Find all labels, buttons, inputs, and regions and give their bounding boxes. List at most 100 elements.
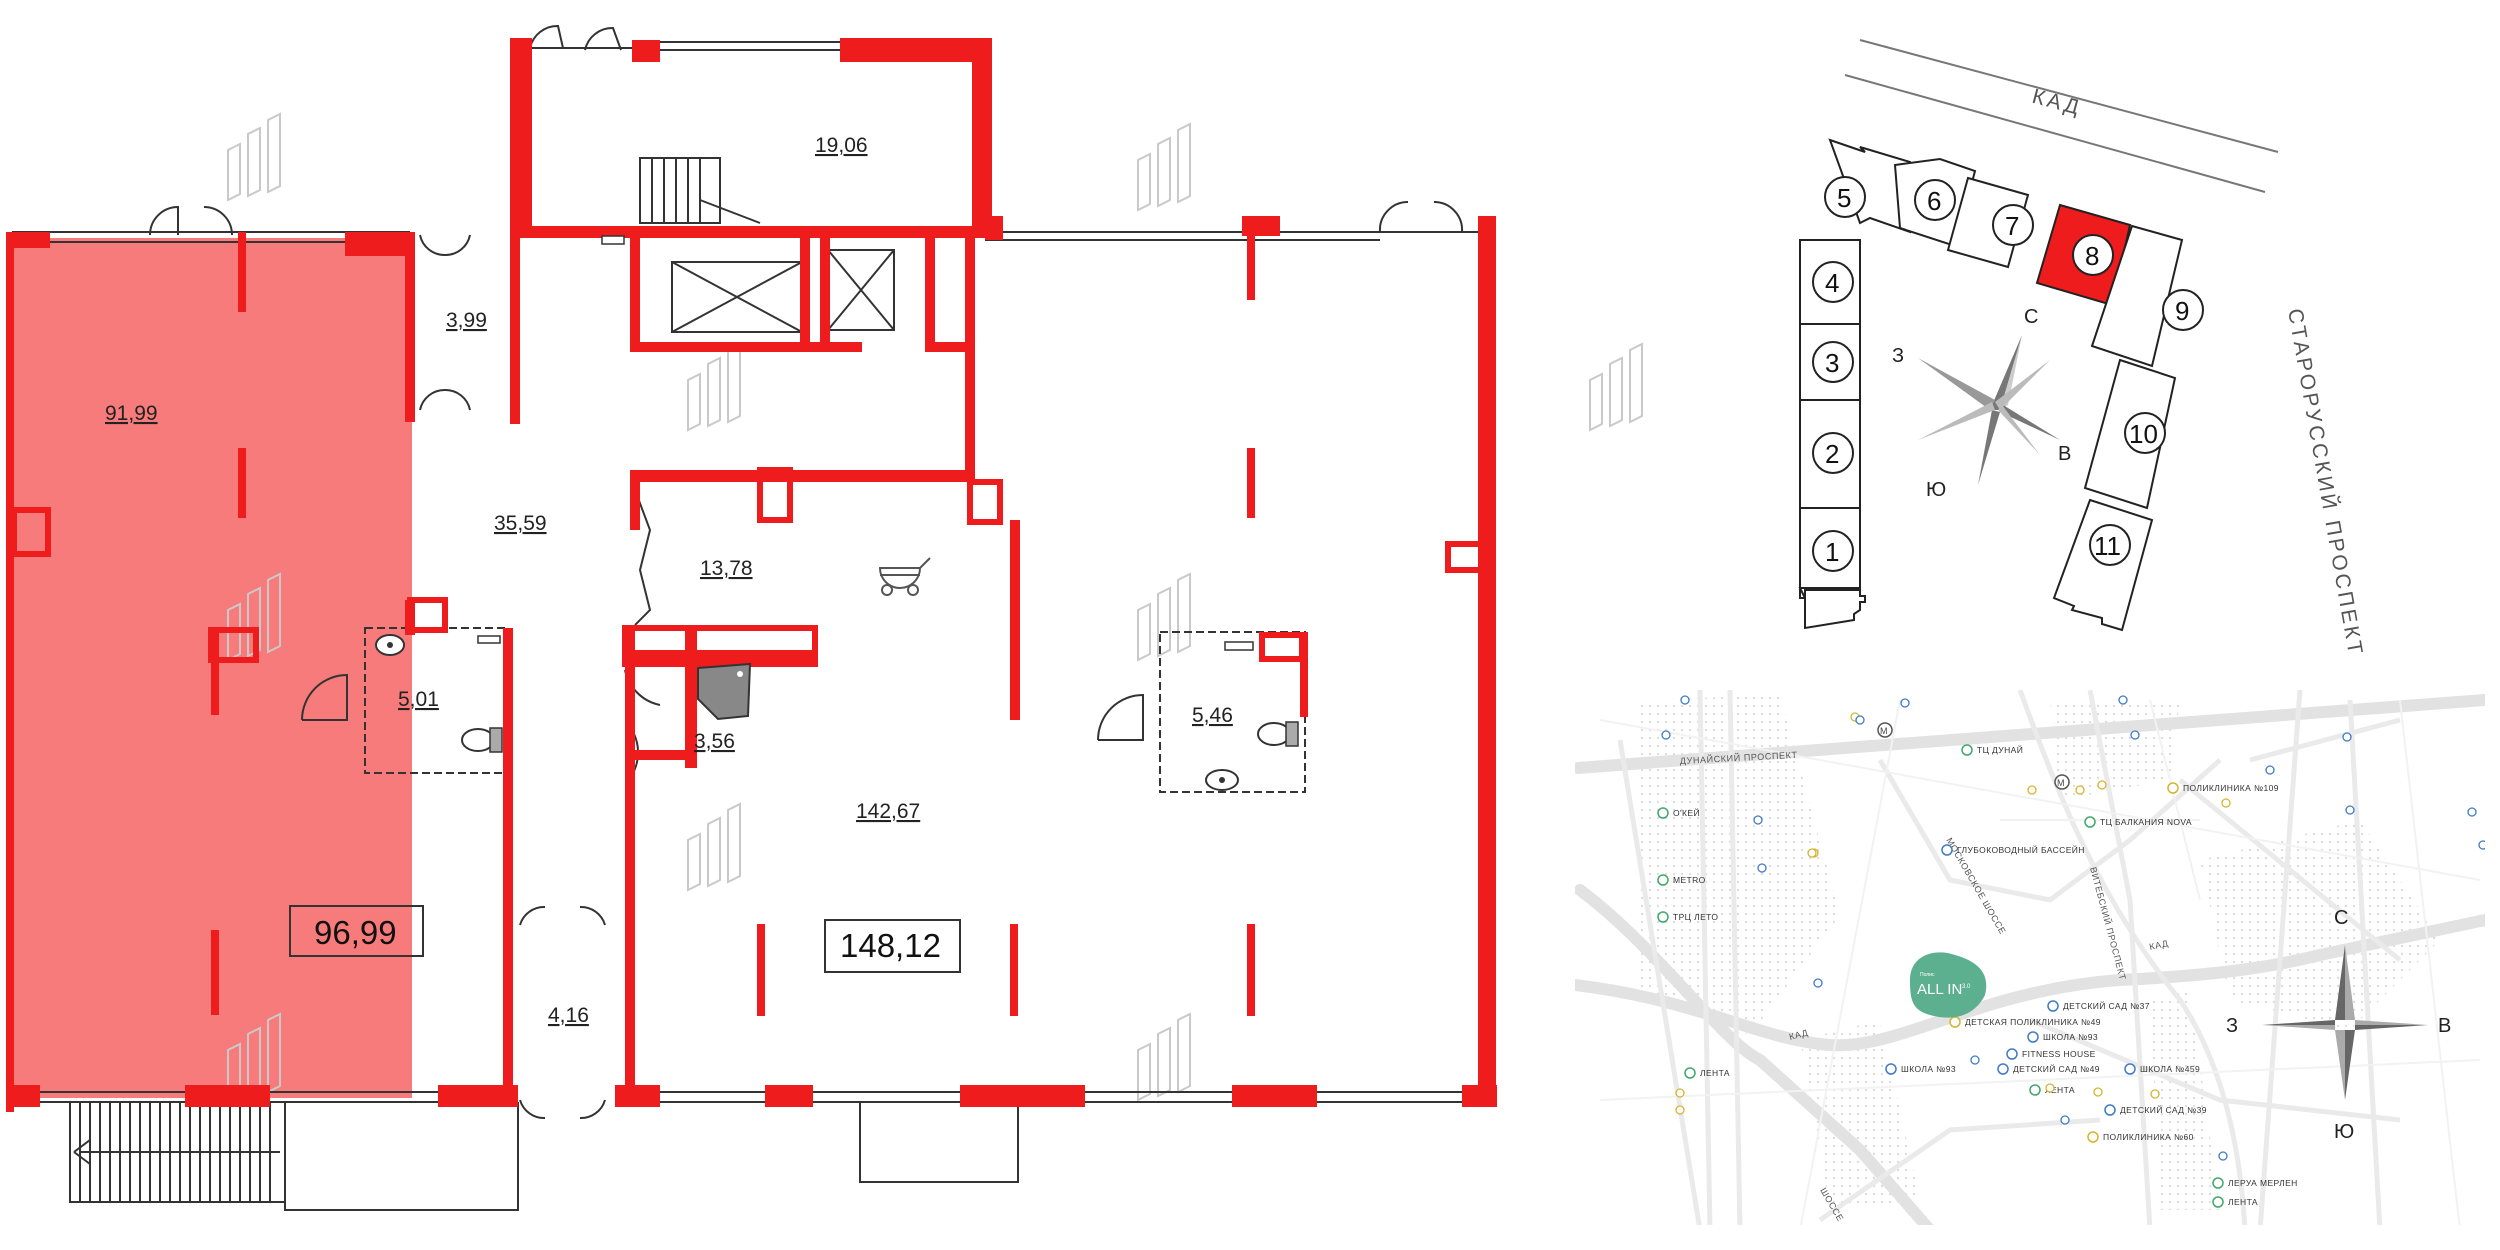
room-area-label: 3,56 xyxy=(694,730,735,753)
toilet-icon xyxy=(461,728,495,752)
svg-text:ДЕТСКАЯ ПОЛИКЛИНИКА №49: ДЕТСКАЯ ПОЛИКЛИНИКА №49 xyxy=(1965,1017,2101,1027)
poi-marker[interactable]: ПОЛИКЛИНИКА №109 xyxy=(2167,782,2279,794)
section-label: 3 xyxy=(1825,348,1839,378)
room-area-label: 5,46 xyxy=(1192,704,1233,727)
svg-text:ДЕТСКИЙ САД №39: ДЕТСКИЙ САД №39 xyxy=(2120,1104,2207,1115)
poi-marker[interactable]: FITNESS HOUSE xyxy=(2006,1048,2096,1060)
project-location-marker[interactable]: Полис ALL IN 3.0 xyxy=(1910,952,1987,1018)
selected-unit-area-value: 96,99 xyxy=(314,914,397,951)
section-label: 1 xyxy=(1825,537,1839,567)
svg-text:ТЦ БАЛКАНИЯ NOVA: ТЦ БАЛКАНИЯ NOVA xyxy=(2100,817,2192,827)
section-labels: 1 2 3 4 5 6 7 8 9 10 11 xyxy=(1825,183,2189,567)
poi-marker[interactable]: ГЛУБОКОВОДНЫЙ БАССЕЙН xyxy=(1941,844,2085,856)
poi-marker[interactable]: ТЦ ДУНАЙ xyxy=(1961,744,2023,756)
compass-south: Ю xyxy=(2334,1121,2354,1143)
neighbor-unit-total[interactable]: 148,12 xyxy=(824,919,961,973)
svg-text:ДЕТСКИЙ САД №37: ДЕТСКИЙ САД №37 xyxy=(2063,1000,2150,1011)
svg-text:М: М xyxy=(1880,726,1888,736)
compass-east: В xyxy=(2438,1015,2451,1037)
svg-text:FITNESS HOUSE: FITNESS HOUSE xyxy=(2022,1049,2096,1059)
compass-north: С xyxy=(2334,907,2348,929)
section-label: 11 xyxy=(2094,531,2121,561)
key-plan: КАД СТАРОРУССКИЙ ПРОСПЕКТ xyxy=(1798,39,2368,659)
section-label: 7 xyxy=(2005,211,2019,241)
room-area-label: 4,16 xyxy=(548,1004,589,1027)
section-label: 9 xyxy=(2175,296,2189,326)
section-label: 2 xyxy=(1825,439,1839,469)
thin-walls xyxy=(12,24,1490,1211)
project-name: ALL IN xyxy=(1917,981,1962,998)
floor-plan: 91,99 3,99 19,06 35,59 13,78 5,01 3,56 5… xyxy=(6,24,1643,1211)
svg-text:О'КЕЙ: О'КЕЙ xyxy=(1673,807,1700,818)
svg-text:ПОЛИКЛИНИКА №60: ПОЛИКЛИНИКА №60 xyxy=(2103,1132,2194,1142)
metro-icon: М М xyxy=(1877,722,2070,790)
compass-north: С xyxy=(2024,306,2038,328)
svg-text:ДЕТСКИЙ САД №49: ДЕТСКИЙ САД №49 xyxy=(2013,1063,2100,1074)
poi-marker[interactable]: ЛЕРУА МЕРЛЕН xyxy=(2212,1177,2298,1189)
compass-west: З xyxy=(1892,345,1904,367)
avenue-label: СТАРОРУССКИЙ ПРОСПЕКТ xyxy=(2283,307,2368,659)
compass-west: З xyxy=(2226,1015,2238,1037)
section-label: 5 xyxy=(1837,183,1851,213)
street-label: КАД xyxy=(2148,938,2169,952)
svg-text:ТРЦ ЛЕТО: ТРЦ ЛЕТО xyxy=(1673,912,1718,922)
section-label-active: 8 xyxy=(2085,241,2099,271)
map-dot-icons xyxy=(1661,695,2485,1161)
poi-marker[interactable]: METRO xyxy=(1657,874,1706,886)
section-markers xyxy=(1812,176,2204,572)
map-compass-icon: С З В Ю xyxy=(2226,907,2451,1143)
poi-marker[interactable]: ШКОЛА №93 xyxy=(2027,1031,2098,1043)
poi-marker[interactable]: О'КЕЙ xyxy=(1657,807,1700,819)
ring-road-label: КАД xyxy=(2030,85,2084,120)
poi-marker[interactable]: ШКОЛА №93 xyxy=(1885,1063,1956,1075)
svg-text:ЛЕРУА МЕРЛЕН: ЛЕРУА МЕРЛЕН xyxy=(2228,1178,2298,1188)
room-area-label: 142,67 xyxy=(856,800,920,823)
section-label: 4 xyxy=(1825,268,1839,298)
svg-text:METRO: METRO xyxy=(1673,875,1706,885)
svg-text:ШКОЛА №459: ШКОЛА №459 xyxy=(2140,1064,2200,1074)
shower-icon xyxy=(697,662,752,721)
svg-text:ТЦ ДУНАЙ: ТЦ ДУНАЙ xyxy=(1977,744,2023,755)
poi-marker[interactable]: ДЕТСКИЙ САД №37 xyxy=(2047,1000,2150,1012)
room-area-label: 13,78 xyxy=(700,557,753,580)
poi-marker[interactable]: ТРЦ ЛЕТО xyxy=(1657,911,1718,923)
stroller-icon xyxy=(878,557,931,596)
bearing-walls xyxy=(6,38,1497,1112)
poi-marker[interactable]: ЛЕНТА xyxy=(2212,1196,2258,1208)
poi-marker[interactable]: ПОЛИКЛИНИКА №60 xyxy=(2087,1131,2194,1143)
neighbor-unit-area-value: 148,12 xyxy=(840,927,941,964)
room-area-label: 35,59 xyxy=(494,512,547,535)
poi-marker[interactable]: ЛЕНТА xyxy=(2029,1084,2075,1096)
poi-marker[interactable]: ДЕТСКИЙ САД №39 xyxy=(2104,1104,2207,1116)
svg-text:М: М xyxy=(2057,778,2065,788)
section-label: 10 xyxy=(2129,419,2158,449)
section-label: 6 xyxy=(1927,186,1941,216)
street-label: КАД xyxy=(1788,1028,1809,1042)
poi-marker[interactable]: ТЦ БАЛКАНИЯ NOVA xyxy=(2084,816,2192,828)
project-brand: Полис xyxy=(1920,972,1935,978)
poi-marker[interactable]: ДЕТСКИЙ САД №49 xyxy=(1997,1063,2100,1075)
svg-text:ГЛУБОКОВОДНЫЙ БАССЕЙН: ГЛУБОКОВОДНЫЙ БАССЕЙН xyxy=(1957,844,2085,855)
compass-south: Ю xyxy=(1926,479,1946,501)
compass-rose-icon: С З В Ю xyxy=(1892,306,2071,501)
location-map: ДУНАЙСКИЙ ПРОСПЕКТ КАД КАД МОСКОВСКОЕ ШО… xyxy=(1575,690,2485,1225)
sanitary-fixtures xyxy=(375,235,1299,791)
toilet-icon-2 xyxy=(1257,722,1291,746)
poi-marker[interactable]: ЛЕНТА xyxy=(1684,1067,1730,1079)
room-area-label: 19,06 xyxy=(815,134,868,157)
room-area-label: 91,99 xyxy=(105,402,158,425)
project-suffix: 3.0 xyxy=(1962,984,1971,990)
compass-east: В xyxy=(2058,443,2071,465)
poi-marker[interactable]: ДЕТСКАЯ ПОЛИКЛИНИКА №49 xyxy=(1949,1016,2101,1028)
room-labels: 91,99 3,99 19,06 35,59 13,78 5,01 3,56 5… xyxy=(105,134,1233,1027)
svg-text:ПОЛИКЛИНИКА №109: ПОЛИКЛИНИКА №109 xyxy=(2183,783,2279,793)
selected-unit-total[interactable]: 96,99 xyxy=(289,905,424,957)
svg-text:ЛЕНТА: ЛЕНТА xyxy=(1700,1068,1730,1078)
room-area-label: 3,99 xyxy=(446,309,487,332)
svg-text:ЛЕНТА: ЛЕНТА xyxy=(2045,1085,2075,1095)
poi-marker[interactable]: ШКОЛА №459 xyxy=(2124,1063,2200,1075)
room-area-label: 5,01 xyxy=(398,688,439,711)
poi-markers: ТЦ ДУНАЙ ПОЛИКЛИНИКА №109 О'КЕЙ ТЦ БАЛКА… xyxy=(1657,744,2298,1208)
svg-text:ШКОЛА №93: ШКОЛА №93 xyxy=(1901,1064,1956,1074)
